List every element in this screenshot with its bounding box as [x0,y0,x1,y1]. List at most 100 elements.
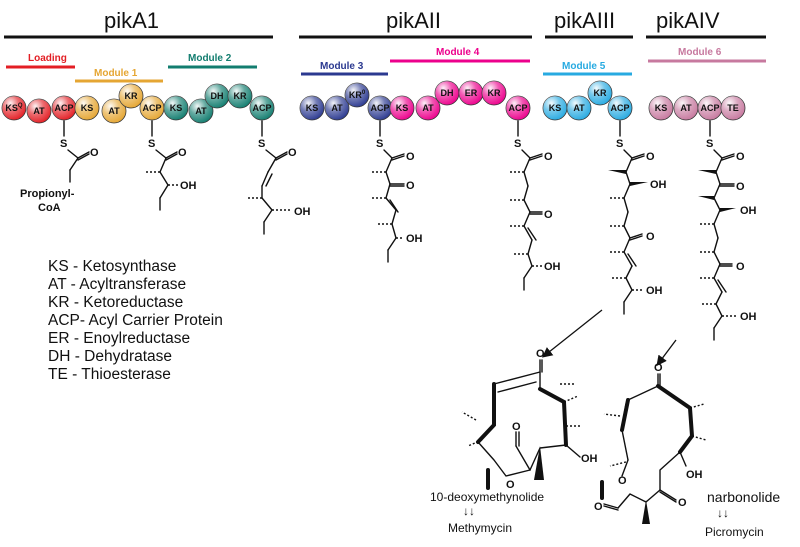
module-label-3: Module 3 [320,61,364,72]
domain-label: KS [549,103,562,113]
oxygen-atom: O [736,151,745,163]
oxygen-atom: O [736,261,745,273]
domain-label: ER [465,88,478,98]
oxygen-atom: O [736,181,745,193]
oxygen-atom: O [90,147,99,159]
domain-kr-module-1: KR [118,83,144,109]
gene-pikAII: pikAII [299,8,532,39]
domain-label: ACP [252,103,271,113]
oxygen-atom: O [646,151,655,163]
domain-label: ACP [508,103,527,113]
domain-label: KS [170,103,183,113]
product-name-narbonolide: narbonolide [707,489,780,505]
hydroxyl-group: OH [740,205,757,217]
domain-sphere-highlight [325,96,349,120]
domain-label: KS [81,103,94,113]
product-arrows-1: ↓↓ [463,504,475,518]
domain-label: KS [396,103,409,113]
domain-ks-module-6: KS [648,95,674,121]
gene-label-pikAIII: pikAIII [554,8,615,33]
gene-pikAIII: pikAIII [545,8,633,39]
legend-ks: KS - Ketosynthase [48,258,176,275]
domain-at-module-5: AT [566,95,592,121]
domain-label: KS [306,103,319,113]
module-2: Module 2 [168,53,257,69]
domain-label: ACP [54,103,73,113]
domain-label: AT [331,103,343,113]
domain-sphere-highlight [567,96,591,120]
domain-sphere-highlight [228,84,252,108]
domain-kr-module-3: KR0 [344,82,370,108]
domain-acp-module-0: ACP [51,95,77,121]
domain-sphere-highlight [459,81,483,105]
domain-sphere-highlight [721,96,745,120]
hydroxyl-group: OH [581,453,598,465]
domain-at-module-4: AT [415,95,441,121]
hydroxyl-group: OH [650,179,667,191]
gene-label-pikAIV: pikAIV [656,8,720,33]
intermediate-module-5: S O OH O OH [608,120,667,315]
domain-label: KSQ [5,103,23,113]
domain-sphere-highlight [119,84,143,108]
oxygen-atom: O [406,151,415,163]
sulfur-atom: S [514,138,521,150]
domain-dh-module-4: DH [434,80,460,106]
macrolide-10-deoxymethynolide: O OH O O 10-deoxymethynolide ↓↓ Methymyc… [430,348,598,535]
module-label-loading: Loading [28,53,67,64]
sulfur-atom: S [616,138,623,150]
module-5: Module 5 [543,61,632,76]
domain-sphere-highlight [435,81,459,105]
hydroxyl-group: OH [646,285,663,297]
domain-label: KR [594,88,607,98]
domain-sphere-highlight [250,96,274,120]
product-arrows-2: ↓↓ [717,506,729,520]
cyclization-arrow-1 [541,309,603,358]
intermediate-module-1: S O OH [144,120,197,211]
domain-sphere-highlight [543,96,567,120]
oxygen-atom: O [618,475,627,487]
sulfur-atom: S [60,138,67,150]
domain-label: AT [680,103,692,113]
oxygen-atom: O [646,231,655,243]
domain-ks-module-4: KS [389,95,415,121]
domain-label: AT [108,106,120,116]
oxygen-atom: O [512,421,521,433]
domain-label: KR [125,91,138,101]
domain-label: DH [211,91,224,101]
sulfur-atom: S [148,138,155,150]
product-name-10-deoxymethynolide: 10-deoxymethynolide [430,490,544,504]
domain-label: KR [234,91,247,101]
domain-label: AT [422,103,434,113]
module-label-1: Module 1 [94,68,138,79]
domain-at-module-1: AT [101,98,127,124]
domain-label: ACP [142,103,161,113]
oxygen-atom: O [178,147,187,159]
domain-ks-module-0: KSQ [1,95,27,121]
domain-sphere-highlight [674,96,698,120]
legend-er: ER - Enoylreductase [48,330,190,347]
domain-sphere-highlight [102,99,126,123]
domain-te-module-6: TE [720,95,746,121]
final-product-methymycin: Methymycin [448,521,512,535]
domain-er-module-4: ER [458,80,484,106]
domain-label: AT [33,106,45,116]
domain-sphere-highlight [482,81,506,105]
domain-acp-module-4: ACP [505,95,531,121]
hydroxyl-group: OH [740,311,757,323]
macrolide-narbonolide: O OH O O O narbonolide ↓↓ Picromycin [594,362,780,539]
hydroxyl-group: OH [180,180,197,192]
domain-label: KR0 [349,90,366,100]
oxygen-atom: O [406,180,415,192]
sulfur-atom: S [706,138,713,150]
domain-label: KR [488,88,501,98]
domain-label: DH [441,88,454,98]
oxygen-atom: O [544,151,553,163]
module-label-2: Module 2 [188,53,232,64]
domain-sphere-highlight [588,81,612,105]
domain-at-module-6: AT [673,95,699,121]
domain-acp-module-2: ACP [249,95,275,121]
module-loading: Loading [6,53,75,69]
domain-sphere-highlight [390,96,414,120]
